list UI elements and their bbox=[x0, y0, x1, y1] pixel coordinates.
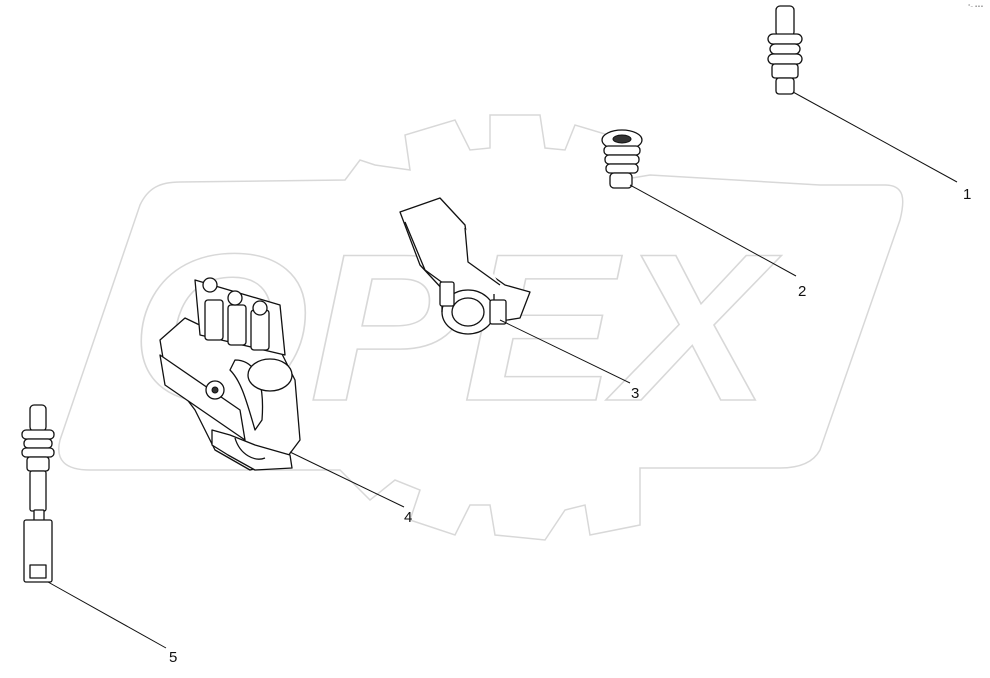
callout-3: 3 bbox=[631, 385, 639, 402]
callout-1: 1 bbox=[963, 186, 971, 203]
part-5-terminal-socket bbox=[21, 404, 55, 583]
leader-4 bbox=[289, 451, 405, 508]
part-1-terminal-pin bbox=[767, 5, 803, 95]
part-2-wire-seal bbox=[601, 129, 643, 189]
corner-mark: °– ••• bbox=[968, 4, 983, 10]
leader-3 bbox=[499, 319, 631, 384]
part-3-cover bbox=[399, 197, 531, 335]
callout-2: 2 bbox=[798, 283, 806, 300]
callout-4: 4 bbox=[404, 509, 412, 526]
leader-lines bbox=[47, 91, 958, 649]
leader-5 bbox=[47, 581, 167, 649]
part-4-connector-housing bbox=[159, 277, 301, 471]
callout-5: 5 bbox=[169, 649, 177, 666]
leader-2 bbox=[629, 184, 797, 277]
leader-1 bbox=[792, 91, 958, 183]
